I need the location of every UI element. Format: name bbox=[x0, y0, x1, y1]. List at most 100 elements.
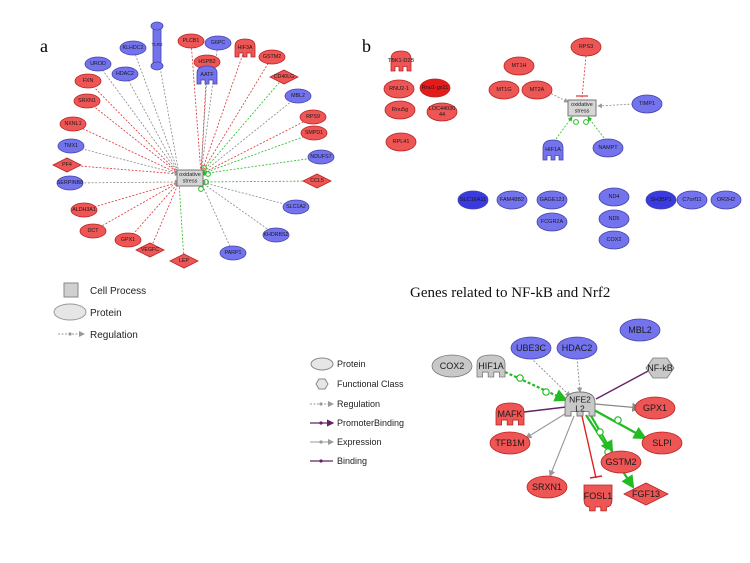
panel-a-edge-khdrbs2 bbox=[200, 181, 277, 236]
panel-a-edge-hif3a bbox=[200, 47, 246, 175]
panel-c-node-nf-kb-label: NF-kB bbox=[647, 363, 673, 373]
panel-c-node-mbl2-shape bbox=[619, 318, 661, 342]
panel-a-edge-vegfc bbox=[149, 181, 180, 251]
panel-b-node-rps3-shape bbox=[570, 37, 602, 57]
panel-a-node-srxn1-label: SRXN1 bbox=[78, 98, 96, 104]
panel-a-edge-tmx1 bbox=[70, 145, 180, 176]
panel-b-node-hif1a-label: HIF1A bbox=[545, 147, 561, 153]
panel-c-edge-slpi bbox=[593, 409, 647, 440]
panel-c-node-fgf13-label: FGF13 bbox=[632, 489, 660, 499]
legend-protein-symbol bbox=[53, 303, 87, 321]
panel-a-node-hif3a: HIF3A bbox=[234, 38, 256, 58]
panel-c-binding-dot bbox=[516, 374, 524, 382]
panel-a-edge-parp1 bbox=[200, 181, 234, 254]
panel-b-node-rnu2-1: RNU2-1 bbox=[383, 79, 415, 99]
panel-a-node-hdac2-label: HDAC2 bbox=[116, 71, 134, 77]
panel-c-node-tfb1m: TFB1M bbox=[489, 431, 531, 455]
panel-c-node-fosl1-shape bbox=[583, 484, 613, 512]
panel-a-node-khdrbs2-label: KHDRBS2 bbox=[263, 232, 288, 238]
panel-a-node-plcb1-shape bbox=[177, 33, 205, 49]
panel-b-node-nd4-shape bbox=[598, 187, 630, 207]
panel-c-edge-nfkb bbox=[595, 369, 651, 400]
panel-a-node-g6pc-shape bbox=[204, 35, 232, 51]
panel-b-edge-nampt bbox=[587, 116, 605, 139]
legend-c-regulation-dot bbox=[319, 402, 323, 406]
panel-a-node-ccl5-shape bbox=[302, 173, 332, 189]
legend-a: Cell Process Protein Regulation bbox=[53, 282, 146, 341]
panel-b-center-shape bbox=[567, 99, 597, 117]
panel-b-node-tbk1-d2b-shape bbox=[390, 50, 412, 72]
panel-b-node-rnu5g-shape bbox=[384, 100, 416, 120]
panel-b-node-or2h2-shape bbox=[710, 190, 742, 210]
panel-a-node-tlr2-base bbox=[150, 61, 164, 71]
panel-a-node-hdac2-shape bbox=[111, 66, 139, 82]
panel-b-node-sh3bp1-label: SH3BP1 bbox=[650, 197, 671, 203]
legend-c-expression-label: Expression bbox=[337, 437, 382, 447]
panel-a-node-mbl2: MBL2 bbox=[284, 88, 312, 104]
panel-b-node-timp1-label: TIMP1 bbox=[639, 101, 655, 107]
panel-b-node-nampt-shape bbox=[592, 138, 624, 158]
panel-a-edge-urod bbox=[97, 63, 180, 175]
panel-b-node-rpl41-shape bbox=[385, 132, 417, 152]
panel-b-binding-dot bbox=[573, 119, 579, 125]
panel-c-center-shape bbox=[564, 391, 596, 417]
panel-a-node-ccl5-label: CCL5 bbox=[310, 178, 324, 184]
panel-a-edge-rps9 bbox=[200, 116, 314, 175]
panel-a-edge-mbl2 bbox=[200, 95, 299, 175]
panel-b-node-fcgr2a-label: FCGR2A bbox=[541, 219, 564, 225]
panel-a-center-shape bbox=[176, 169, 204, 187]
panel-a-edge-hdac2 bbox=[124, 73, 180, 175]
panel-c-node-ube3c-shape bbox=[510, 336, 552, 360]
panel-a-node-cd40lg-shape bbox=[269, 69, 299, 85]
panel-a-node-tlr2: TLR2 bbox=[150, 21, 164, 71]
panel-a-node-aatf-shape bbox=[196, 65, 218, 85]
panel-a-node-klhdc2-label: KLHDC2 bbox=[123, 45, 144, 51]
panel-a-node-parp1-label: PARP1 bbox=[225, 250, 242, 256]
legend-c-promoterbinding-label: PromoterBinding bbox=[337, 418, 404, 428]
panel-a-node-vegfc-label: VEGFC bbox=[141, 247, 159, 253]
panel-b-node-mt1g: MT1G bbox=[488, 80, 520, 100]
panel-a-node-serpinb8: SERPINB8 bbox=[56, 175, 84, 191]
panel-a-edge-tlr2 bbox=[156, 49, 181, 175]
panel-a-node-aldh3a1: ALDH3A1 bbox=[70, 202, 98, 218]
panel-a-node-rps9: RPS9 bbox=[299, 109, 327, 125]
panel-a-node-slc1a2-shape bbox=[282, 199, 310, 215]
panel-b-node-gage12j-label: GAGE12J bbox=[540, 197, 565, 203]
panel-b-node-rnu5g: Rnu5g bbox=[384, 100, 416, 120]
panel-c-edge-ube3c bbox=[530, 357, 571, 397]
panel-a-edge-aldh3a1 bbox=[83, 180, 180, 211]
panel-a-node-pf4-shape bbox=[52, 157, 82, 173]
panel-a-node-srxn1: SRXN1 bbox=[73, 93, 101, 109]
legend-c-functional-class-symbol bbox=[315, 378, 329, 390]
panel-a-node-smpd1: SMPD1 bbox=[300, 125, 328, 141]
panel-b-node-rps3: RPS3 bbox=[570, 37, 602, 57]
panel-b-node-rnu1-gs11: Rnu1-gs11 bbox=[419, 78, 451, 98]
panel-b-node-rnu5g-label: Rnu5g bbox=[392, 107, 408, 113]
panel-b-node-tbk1-d2b-label: TBK1-D2B bbox=[388, 58, 415, 64]
panel-a-node-ndufs7-label: NDUFS7 bbox=[310, 154, 331, 160]
panel-a-node-mbl2-shape bbox=[284, 88, 312, 104]
panel-a-node-lep-label: LEP bbox=[179, 258, 189, 264]
panel-c-node-hif1a: HIF1A bbox=[476, 354, 506, 378]
panel-a-node-vegfc-shape bbox=[135, 242, 165, 258]
panel-b-node-mt1h-shape bbox=[503, 56, 535, 76]
panel-a-node-g6pc: G6PC bbox=[204, 35, 232, 51]
panel-a-edge-smpd1 bbox=[200, 132, 315, 175]
panel-b-node-slc16a11: SLC16A11 bbox=[457, 190, 489, 210]
panel-a-node-vegfc: VEGFC bbox=[135, 242, 165, 258]
panel-a-node-urod: UROD bbox=[84, 56, 112, 72]
panel-b-node-fam48b2-shape bbox=[496, 190, 528, 210]
panel-c-node-gpx1: GPX1 bbox=[634, 396, 676, 420]
panel-b-node-cox2: COX2 bbox=[598, 230, 630, 250]
panel-b-node-or2h2-label: OR2H2 bbox=[717, 197, 735, 203]
legend-regulation-label: Regulation bbox=[90, 330, 138, 341]
panel-c-node-gstm2-label: GSTM2 bbox=[605, 457, 636, 467]
panel-b-node-hif1a: HIF1A bbox=[542, 139, 564, 161]
panel-a-node-nxnl1-label: NXNL1 bbox=[64, 121, 81, 127]
legend-cell-process-symbol bbox=[63, 282, 79, 298]
